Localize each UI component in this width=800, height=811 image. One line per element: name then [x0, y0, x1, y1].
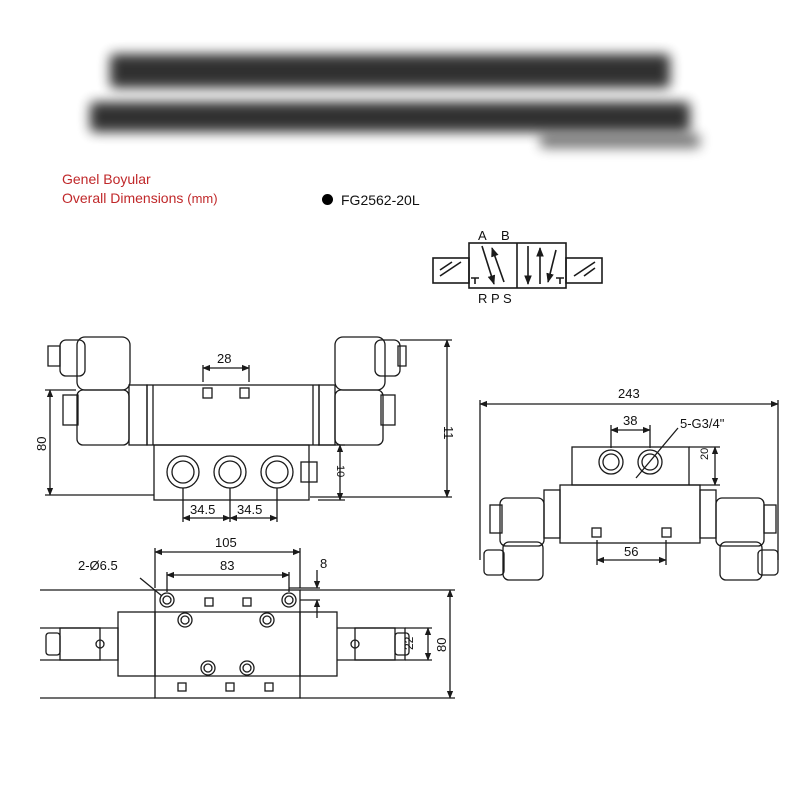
- port-a-label: A: [478, 228, 487, 243]
- side-body: [559, 484, 701, 544]
- left-solenoid-coil: [439, 261, 462, 277]
- right-coil-top: [334, 336, 386, 391]
- port-b-label: B: [501, 228, 510, 243]
- title-tr: Genel Boyular: [62, 171, 151, 187]
- right-solenoid-box: [565, 257, 603, 284]
- front-dim-34-5-right: 34.5: [237, 502, 262, 517]
- top-dim-22: 22: [402, 636, 416, 650]
- side-dim-20: 20: [699, 448, 711, 460]
- model-text: FG2562-20L: [341, 192, 420, 208]
- side-port-label: 5-G3/4": [680, 416, 725, 431]
- front-base: [153, 444, 310, 501]
- top-view: [40, 548, 455, 699]
- unit-text: (mm): [187, 191, 218, 206]
- left-coil-bottom: [76, 389, 130, 446]
- bullet-dot: [322, 194, 333, 205]
- front-dim-28: 28: [217, 351, 231, 366]
- top-dim-8: 8: [320, 556, 327, 571]
- front-body: [146, 384, 320, 446]
- top-hole-label: 2-Ø6.5: [78, 558, 118, 573]
- side-view: [479, 400, 779, 581]
- title-en: Overall Dimensions (mm): [62, 190, 218, 206]
- model-label: FG2562-20L: [322, 192, 420, 208]
- side-top-block: [571, 446, 690, 486]
- front-dim-11: 11: [441, 426, 456, 440]
- side-dim-38: 38: [623, 413, 637, 428]
- front-dim-34-5-left: 34.5: [190, 502, 215, 517]
- front-dim-80: 80: [34, 437, 49, 451]
- title-en-text: Overall Dimensions: [62, 190, 184, 206]
- top-dim-80: 80: [434, 638, 449, 652]
- left-connector: [47, 345, 61, 367]
- top-dim-105: 105: [215, 535, 237, 550]
- valve-symbol: [432, 242, 603, 289]
- top-body: [154, 589, 301, 699]
- right-solenoid-coil: [573, 261, 596, 277]
- blurred-banner: [90, 48, 720, 158]
- front-dim-10: 10: [334, 465, 346, 477]
- side-dim-243: 243: [618, 386, 640, 401]
- top-dim-83: 83: [220, 558, 234, 573]
- side-dim-56: 56: [624, 544, 638, 559]
- right-coil-bottom: [334, 389, 384, 446]
- front-view: [45, 336, 452, 522]
- port-rps-label: R P S: [478, 291, 512, 306]
